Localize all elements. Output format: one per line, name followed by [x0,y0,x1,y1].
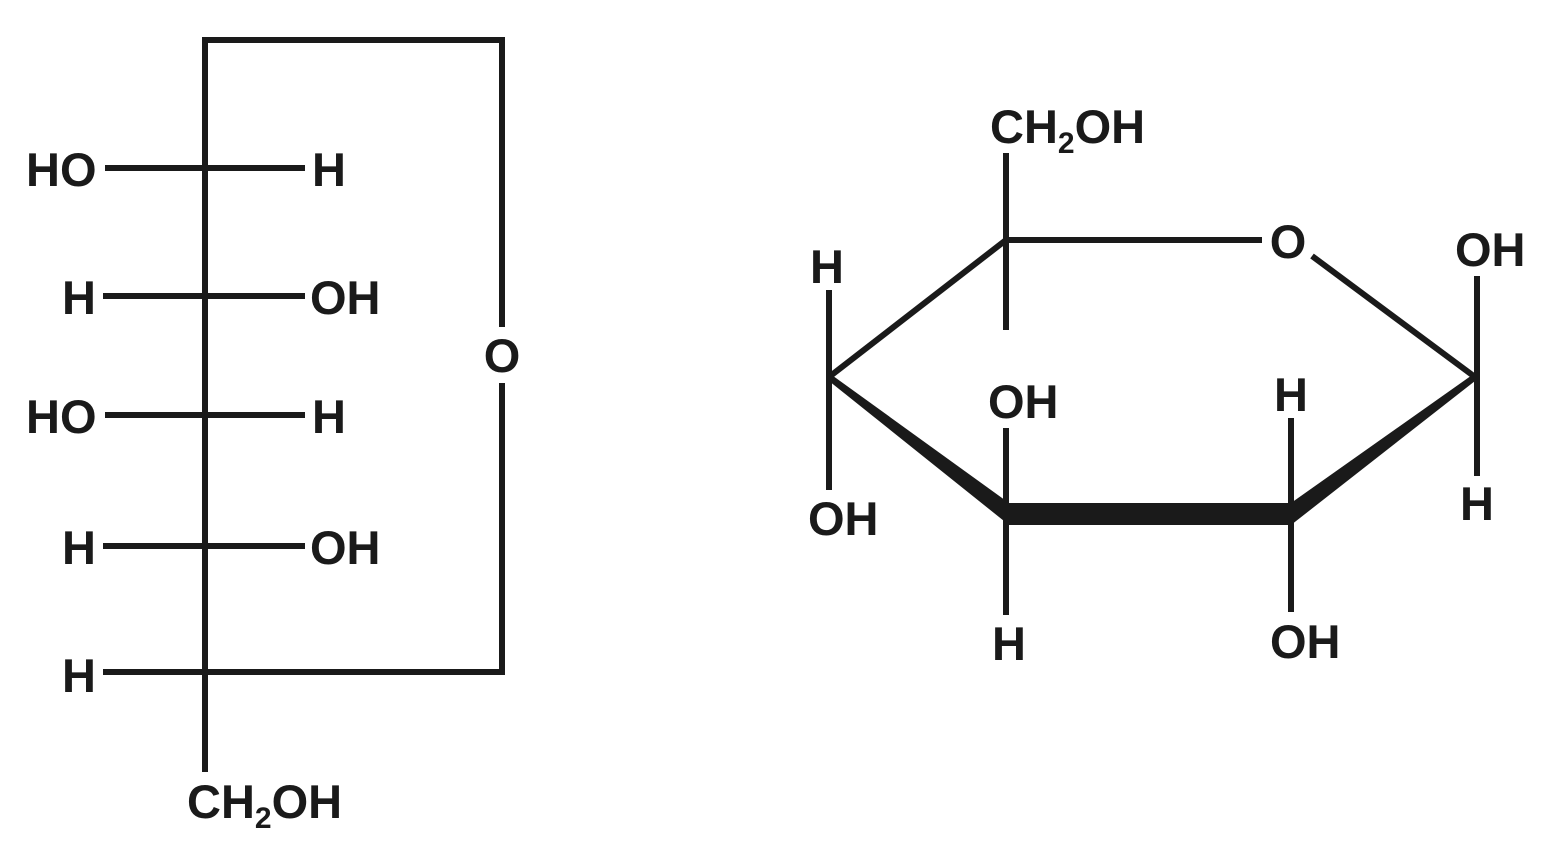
haworth-ch2oh-prefix: CH [990,100,1058,153]
haworth-c4-up-label: H [810,240,844,293]
fischer-projection: HO H H OH HO H H OH H O CH2OH [26,37,520,835]
fischer-ch2oh-label: CH2OH [187,775,342,835]
haworth-ch2oh-label: CH2OH [990,100,1145,160]
haworth-c2-down-label: OH [1270,615,1341,668]
fischer-c3-right-label: H [312,390,346,443]
haworth-c3-up-label: OH [988,375,1059,428]
fischer-ch2oh-suffix: OH [272,775,343,828]
haworth-ch2oh-suffix: OH [1075,100,1146,153]
fischer-ch2oh-prefix: CH [187,775,255,828]
haworth-c4-down-label: OH [808,492,879,545]
fischer-ch2oh-subscript: 2 [255,802,272,835]
fischer-ring-oxygen-label: O [484,329,521,382]
fischer-c4-left-label: H [62,521,96,574]
haworth-c2-up-label: H [1274,368,1308,421]
haworth-c1-down-label: H [1460,477,1494,530]
fischer-c1-left-label: HO [26,143,97,196]
haworth-c3-down-label: H [992,617,1026,670]
fischer-c5-left-label: H [62,649,96,702]
haworth-projection: CH2OH O H OH OH H H OH OH H [808,100,1526,670]
fischer-c4-right-label: OH [310,521,381,574]
haworth-ch2oh-subscript: 2 [1058,127,1075,160]
haworth-ring-oxygen-label: O [1270,215,1307,268]
fischer-c2-left-label: H [62,271,96,324]
haworth-c4-c3-wedge-bond [829,373,1009,525]
haworth-c2-c1-wedge-bond [1291,373,1475,525]
haworth-o-c1-bond [1310,253,1477,380]
haworth-c1-up-label: OH [1455,223,1526,276]
haworth-c3-c2-bold-bond [1006,503,1294,525]
fischer-c3-left-label: HO [26,390,97,443]
fischer-c2-right-label: OH [310,271,381,324]
haworth-c5-c4-bond [827,237,1008,380]
fischer-c1-right-label: H [312,143,346,196]
